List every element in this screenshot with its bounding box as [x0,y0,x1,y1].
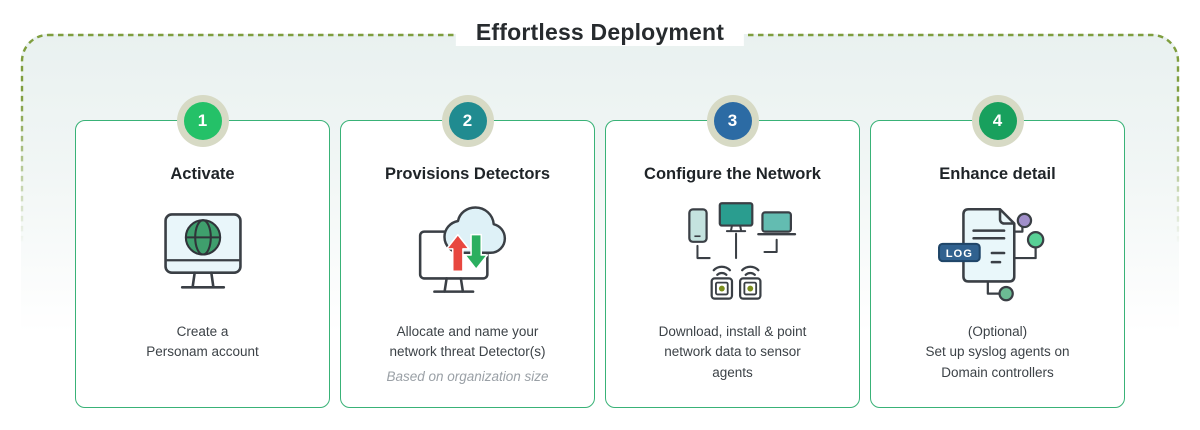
step-number-badge: 3 [713,102,752,140]
log-badge-label: LOG [945,248,972,260]
step-badge-ring: 1 [176,95,229,147]
steps-row: 1 Activate Create a Personam account 2 [75,95,1125,408]
page-title: Effortless Deployment [455,19,745,46]
step-title: Provisions Detectors [384,165,551,183]
step-note: Based on organization size [386,368,549,384]
step-number-badge: 2 [448,102,487,140]
step-card-provision-detectors: 2 Provisions Detectors Allocate and name… [340,95,595,408]
step-card-configure-network: 3 Configure the Network [605,95,860,408]
step-description: Download, install & point network data t… [658,324,807,380]
step-description: Create a Personam account [146,324,259,360]
cloud-upload-download-icon [418,205,506,293]
step-card-enhance-detail: 4 Enhance detail LOG (Optional) Set up s [870,95,1125,408]
monitor-globe-icon [163,213,242,289]
step-title: Activate [170,165,235,183]
step-number-badge: 4 [978,102,1017,140]
step-title: Configure the Network [644,165,821,183]
step-title: Enhance detail [939,165,1056,183]
step-description: Allocate and name your network threat De… [389,324,546,360]
step-card-activate: 1 Activate Create a Personam account [75,95,330,408]
step-number-badge: 1 [183,102,222,140]
step-description: (Optional) Set up syslog agents on Domai… [925,324,1070,380]
log-document-icon: LOG [937,207,1044,302]
step-badge-ring: 2 [441,95,494,147]
network-devices-sensors-icon [687,202,796,300]
step-badge-ring: 3 [706,95,759,147]
step-badge-ring: 4 [971,95,1024,147]
